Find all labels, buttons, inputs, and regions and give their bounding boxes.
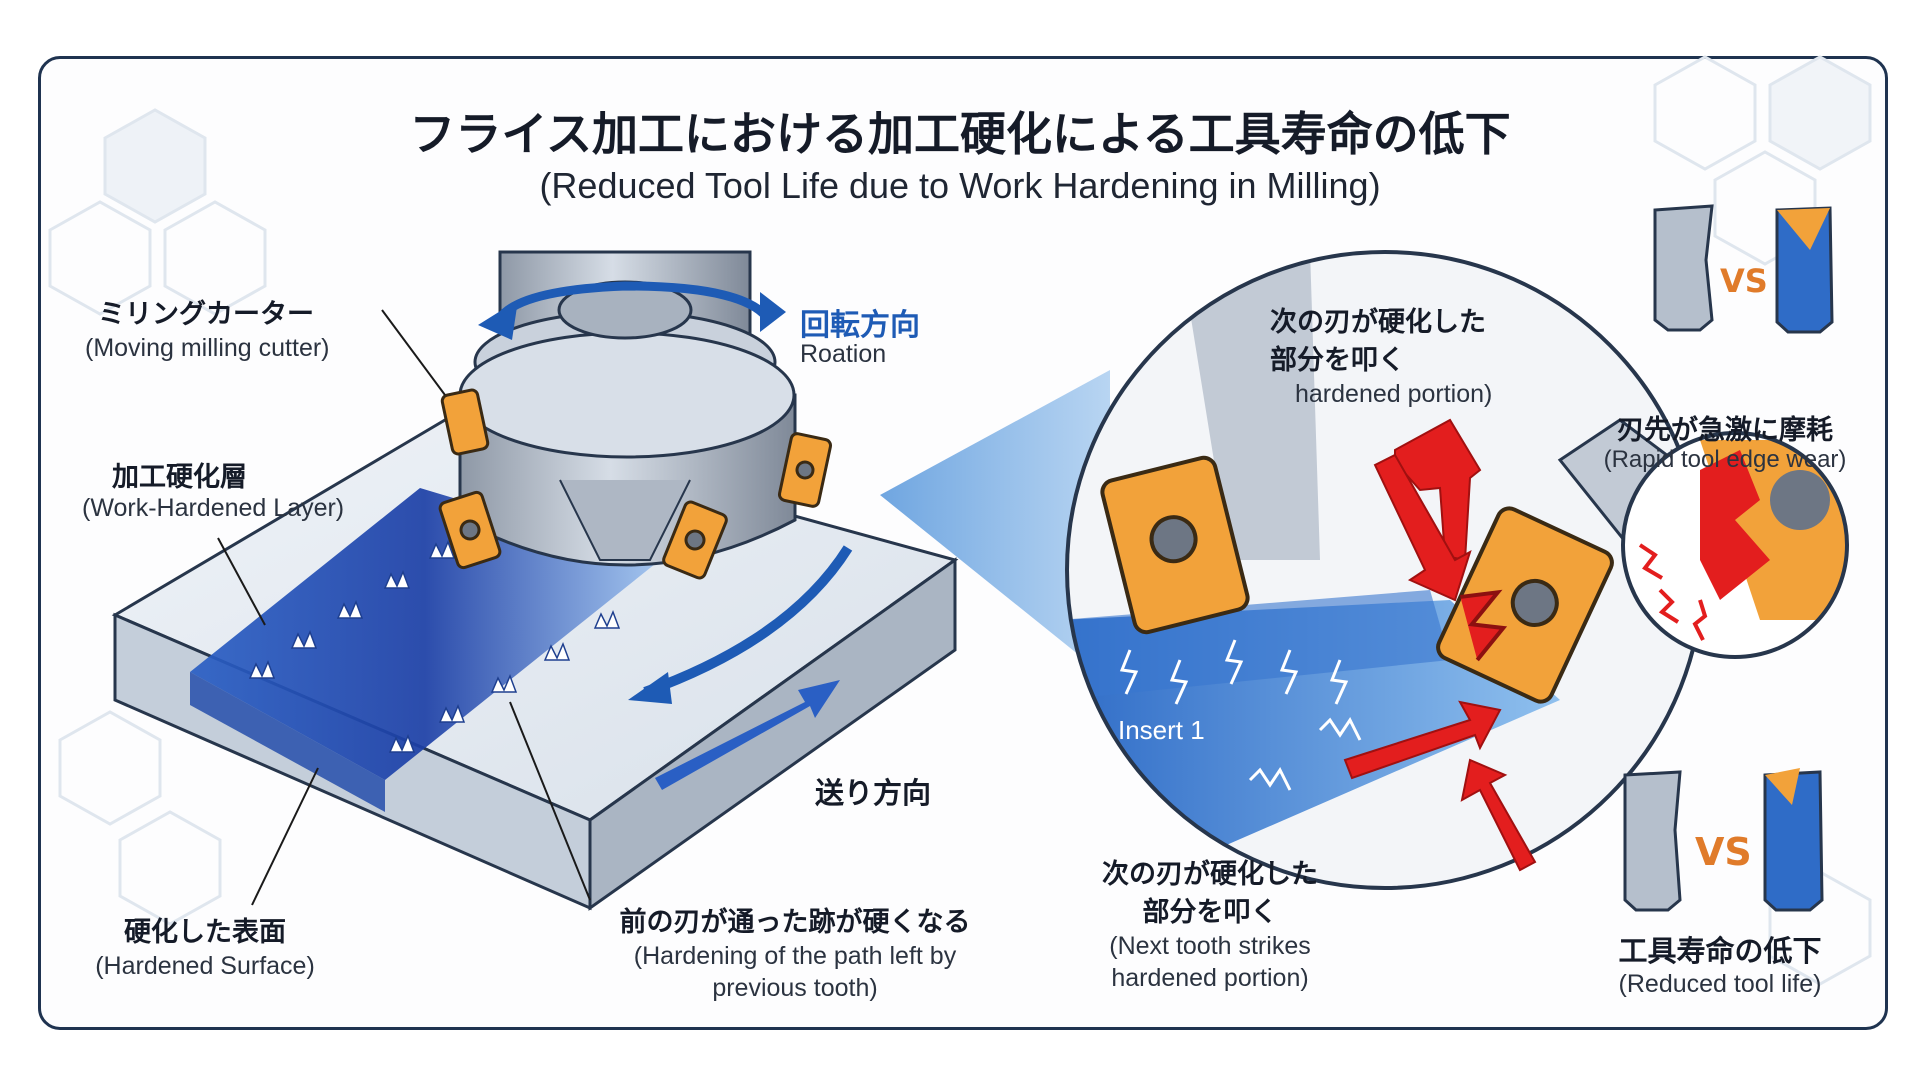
tool-comparison-top — [1653, 204, 1834, 334]
bottom-strike-label-en-2: hardened portion) — [1111, 964, 1309, 992]
insert-label: Insert 1 — [1118, 715, 1205, 745]
tool-comparison-bottom — [1623, 768, 1824, 912]
wear-label-jp: 刃先が急激に摩耗 — [1617, 415, 1833, 446]
hexagon-pattern — [48, 55, 1872, 986]
edge-wear-detail-circle — [1621, 431, 1849, 659]
top-strike-label-en: hardened portion) — [1295, 380, 1493, 408]
leader-lines — [217, 309, 591, 906]
work-hardened-path — [190, 488, 660, 812]
rotation-label-jp: 回転方向 — [800, 308, 920, 343]
bottom-strike-label-en-1: (Next tooth strikes — [1109, 932, 1311, 960]
impact-arrows — [1343, 418, 1537, 872]
title-en: (Reduced Tool Life due to Work Hardening… — [539, 165, 1381, 206]
feed-label-jp: 送り方向 — [815, 776, 932, 810]
top-strike-label-jp-2: 部分を叩く — [1270, 345, 1405, 376]
tool-life-label-en: (Reduced tool life) — [1618, 970, 1822, 998]
path-label-jp: 前の刃が通った跡が硬くなる — [619, 907, 971, 938]
layer-label-jp: 加工硬化層 — [112, 462, 247, 493]
wear-label-en: (Rapid tool edge wear) — [1603, 446, 1847, 473]
title-jp: フライス加工における加工硬化による工具寿命の低下 — [409, 107, 1511, 161]
vs-label-bottom: VS — [1695, 830, 1752, 874]
hardened-spark-marks — [248, 539, 621, 753]
top-strike-label-jp-1: 次の刃が硬化した — [1270, 307, 1486, 338]
bottom-strike-label-jp-2: 部分を叩く — [1142, 897, 1278, 928]
vs-label-top: VS — [1720, 262, 1768, 300]
path-label-en-2: previous tooth) — [712, 974, 878, 1002]
cutter-label-en: (Moving milling cutter) — [85, 334, 330, 362]
bottom-strike-label-jp-1: 次の刃が硬化した — [1102, 859, 1318, 890]
tool-life-label-jp: 工具寿命の低下 — [1618, 934, 1822, 968]
cutter-label-jp: ミリングカーター — [98, 299, 314, 330]
cutter-inserts — [438, 388, 833, 580]
layer-label-en: (Work-Hardened Layer) — [82, 494, 345, 522]
surface-label-jp: 硬化した表面 — [124, 917, 286, 948]
zoom-beam — [880, 370, 1110, 680]
rotation-label-en: Roation — [800, 340, 887, 368]
path-label-en-1: (Hardening of the path left by — [633, 942, 957, 970]
feed-direction-arrow — [628, 545, 853, 790]
rotation-arrow — [478, 281, 786, 340]
surface-label-en: (Hardened Surface) — [95, 952, 315, 980]
